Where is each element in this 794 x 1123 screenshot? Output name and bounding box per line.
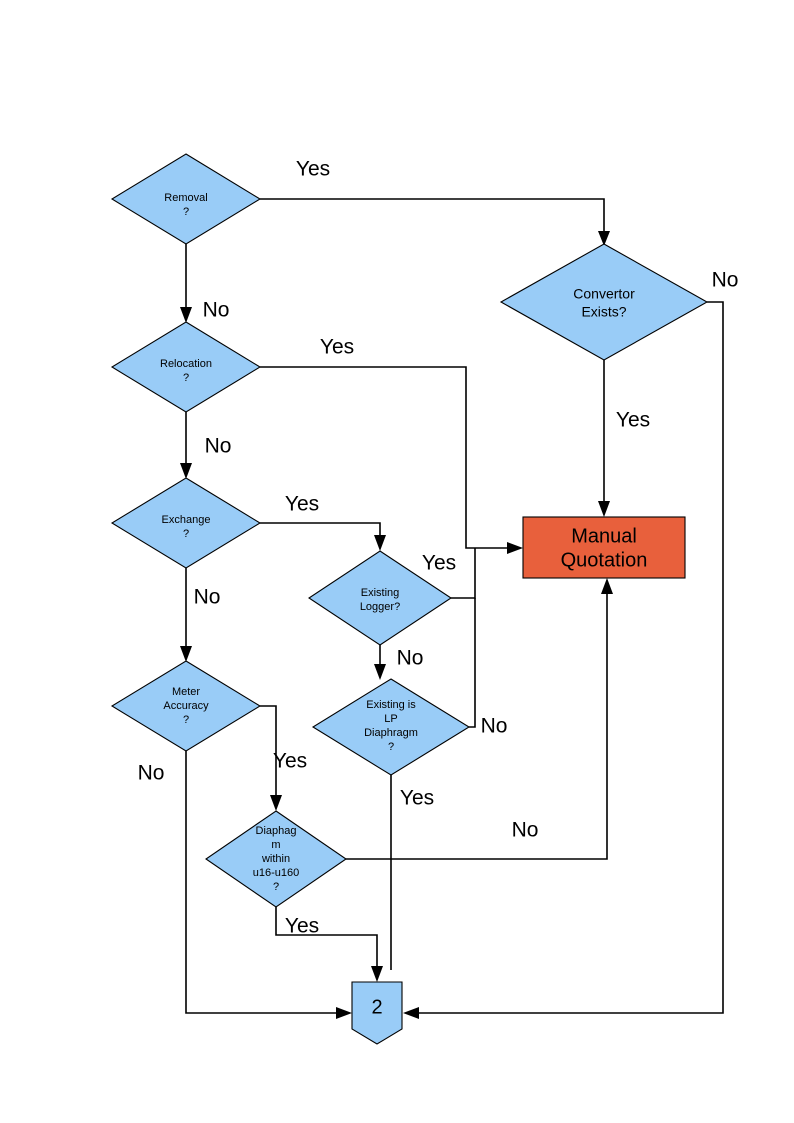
edge-label-exchange-no: No — [194, 586, 221, 609]
edge-convertor-no — [414, 301, 724, 1014]
arrowhead-lp-diaphragm-yes — [371, 966, 383, 982]
arrowhead-convertor-no — [403, 1007, 419, 1019]
meter-accuracy-label-line2: Accuracy — [163, 700, 209, 712]
edge-label-removal-no: No — [203, 299, 230, 322]
exchange-label-line1: Exchange — [162, 514, 211, 526]
edge-label-removal-yes: Yes — [296, 158, 330, 181]
edge-label-logger-no: No — [397, 647, 424, 670]
arrowhead-removal-no — [180, 307, 192, 323]
diaphragm-range-label-line5: ? — [273, 881, 279, 893]
node-removal[interactable]: Removal ? — [110, 153, 262, 245]
edge-diaphragm-no — [346, 590, 608, 860]
edge-label-convertor-yes: Yes — [616, 409, 650, 432]
diaphragm-range-label-line4: u16-u160 — [253, 867, 300, 879]
connector-2-label: 2 — [371, 996, 382, 1018]
diaphragm-range-diamond[interactable] — [205, 810, 347, 908]
edge-label-meter-accuracy-yes: Yes — [273, 750, 307, 773]
manual-quotation-label-line1: Manual — [571, 525, 637, 547]
edge-label-logger-yes: Yes — [422, 552, 456, 575]
edge-label-convertor-no: No — [712, 269, 739, 292]
removal-label-line2: ? — [183, 206, 189, 218]
manual-quotation-box[interactable] — [522, 516, 686, 579]
arrowhead-relocation-no — [180, 463, 192, 479]
node-existing-lp-diaphragm[interactable]: Existing is LP Diaphragm ? — [311, 678, 471, 776]
removal-diamond[interactable] — [110, 153, 262, 245]
edge-label-diaphragm-no: No — [512, 819, 539, 842]
exchange-diamond[interactable] — [110, 477, 262, 569]
node-convertor-exists[interactable]: Convertor Exists? — [499, 243, 709, 361]
node-diaphragm-range[interactable]: Diaphag m within u16-u160 ? — [205, 810, 347, 908]
exchange-label-line2: ? — [183, 528, 189, 540]
diaphragm-range-label-line2: m — [271, 839, 280, 851]
edge-label-relocation-no: No — [205, 435, 232, 458]
edge-label-lp-diaphragm-yes: Yes — [400, 787, 434, 810]
diaphragm-range-label-line1: Diaphag — [256, 825, 297, 837]
arrowhead-meter-accuracy-yes — [270, 795, 282, 811]
convertor-exists-diamond[interactable] — [499, 243, 709, 361]
edge-labels-layer: Yes No Yes No Yes No No Yes Yes No Yes N… — [138, 158, 739, 938]
existing-logger-label-line2: Logger? — [360, 601, 400, 613]
meter-accuracy-label-line1: Meter — [172, 686, 200, 698]
edge-label-meter-accuracy-no: No — [138, 762, 165, 785]
diaphragm-range-label-line3: within — [261, 853, 290, 865]
node-manual-quotation[interactable]: Manual Quotation — [522, 516, 686, 579]
edge-meter-accuracy-yes — [260, 705, 277, 799]
node-meter-accuracy[interactable]: Meter Accuracy ? — [110, 660, 262, 752]
relocation-diamond[interactable] — [110, 321, 262, 413]
arrowhead-logger-no — [374, 664, 386, 680]
existing-logger-diamond[interactable] — [308, 550, 452, 646]
edge-removal-yes — [260, 198, 605, 235]
edge-meter-accuracy-no — [185, 751, 340, 1014]
edge-label-diaphragm-yes: Yes — [285, 915, 319, 938]
convertor-exists-label-line1: Convertor — [573, 286, 635, 302]
existing-lp-diaphragm-label-line2: LP — [384, 713, 397, 725]
existing-lp-diaphragm-label-line3: Diaphragm — [364, 727, 418, 739]
arrowhead-exchange-yes — [374, 535, 386, 551]
existing-logger-label-line1: Existing — [361, 587, 400, 599]
relocation-label-line2: ? — [183, 372, 189, 384]
meter-accuracy-label-line3: ? — [183, 714, 189, 726]
edges-layer — [180, 198, 724, 1019]
edge-label-relocation-yes: Yes — [320, 336, 354, 359]
arrowhead-convertor-yes — [598, 501, 610, 517]
arrowhead-diaphragm-no — [601, 578, 613, 594]
edge-label-lp-diaphragm-no: No — [481, 715, 508, 738]
convertor-exists-label-line2: Exists? — [581, 304, 626, 320]
existing-lp-diaphragm-label-line1: Existing is — [366, 699, 416, 711]
edge-relocation-yes — [260, 366, 513, 549]
edge-label-exchange-yes: Yes — [285, 493, 319, 516]
node-relocation[interactable]: Relocation ? — [110, 321, 262, 413]
edge-exchange-yes — [260, 522, 381, 538]
arrowhead-relocation-yes — [507, 542, 523, 554]
node-connector-2[interactable]: 2 — [351, 981, 403, 1045]
existing-lp-diaphragm-label-line4: ? — [388, 741, 394, 753]
meter-accuracy-diamond[interactable] — [110, 660, 262, 752]
node-existing-logger[interactable]: Existing Logger? — [308, 550, 452, 646]
edge-lp-diaphragm-no — [469, 598, 476, 728]
connector-2-shape[interactable] — [351, 981, 403, 1045]
edge-diaphragm-yes — [275, 907, 378, 970]
node-exchange[interactable]: Exchange ? — [110, 477, 262, 569]
nodes-layer: Removal ? Relocation ? Exchange ? Meter … — [110, 153, 709, 1045]
manual-quotation-label-line2: Quotation — [561, 549, 648, 571]
existing-lp-diaphragm-diamond[interactable] — [311, 678, 471, 776]
arrowhead-exchange-no — [180, 646, 192, 662]
removal-label-line1: Removal — [164, 192, 207, 204]
arrowhead-removal-yes — [598, 231, 610, 246]
relocation-label-line1: Relocation — [160, 358, 212, 370]
arrowhead-meter-accuracy-no — [336, 1007, 352, 1019]
